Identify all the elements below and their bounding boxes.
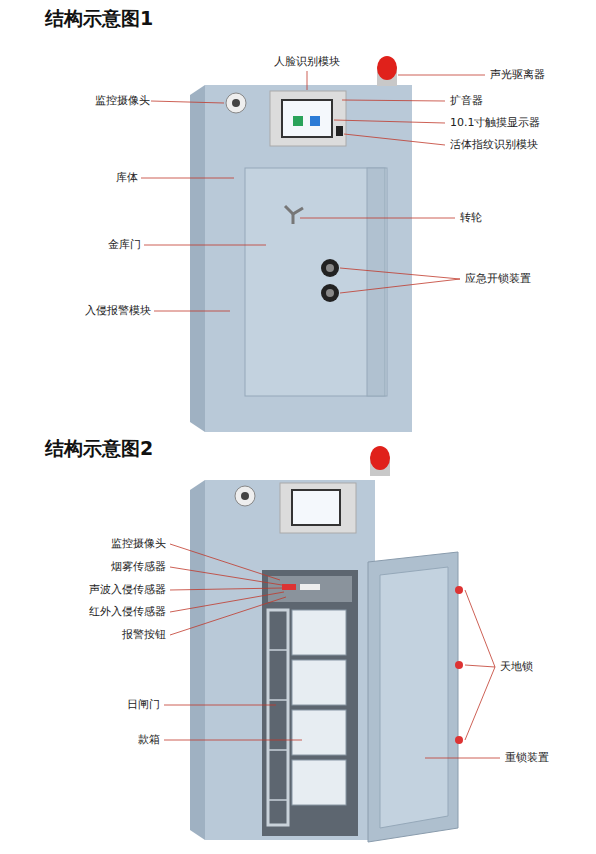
part-label: 报警按钮 <box>122 628 166 642</box>
lock-core <box>326 264 334 272</box>
part-label: 天地锁 <box>500 660 533 674</box>
lock-bolt <box>455 661 463 669</box>
screen-icon <box>310 116 320 126</box>
cabinet-one <box>190 56 412 432</box>
sensor <box>300 584 320 590</box>
wheel <box>285 206 303 224</box>
camera <box>226 93 246 113</box>
gate-bars <box>268 650 288 800</box>
vault-door <box>245 168 387 396</box>
part-label: 日闸门 <box>127 698 160 712</box>
sensor-bar <box>268 576 352 602</box>
part-label: 声波入侵传感器 <box>89 583 166 597</box>
open-door <box>368 552 458 842</box>
part-label: 烟雾传感器 <box>111 560 166 574</box>
part-label: 声光驱离器 <box>490 68 545 82</box>
cabinet-two <box>190 446 463 842</box>
cash-box <box>292 760 346 805</box>
day-gate <box>268 610 288 825</box>
part-label: 人脸识别模块 <box>274 55 340 69</box>
sensor <box>282 584 296 590</box>
alarm-light <box>377 56 397 80</box>
front-face <box>205 480 375 840</box>
side-face <box>190 85 205 432</box>
door-hinge <box>367 168 385 396</box>
part-label: 监控摄像头 <box>95 94 150 108</box>
part-label: 10.1寸触摸显示器 <box>450 116 541 130</box>
vault-interior <box>262 570 358 836</box>
side-face <box>190 480 205 840</box>
cash-box <box>292 610 346 655</box>
alarm-light <box>370 446 390 470</box>
screen <box>292 490 340 525</box>
camera-lens <box>241 492 249 500</box>
part-label: 监控摄像头 <box>111 537 166 551</box>
fingerprint-reader <box>336 126 343 136</box>
part-label: 金库门 <box>108 238 141 252</box>
lock-bolt <box>455 736 463 744</box>
emergency-lock <box>321 284 339 302</box>
part-label: 扩音器 <box>450 94 483 108</box>
cash-box <box>292 710 346 755</box>
part-label: 转轮 <box>460 211 482 225</box>
camera <box>235 486 255 506</box>
camera-lens <box>232 99 240 107</box>
cash-box <box>292 660 346 705</box>
part-label: 重锁装置 <box>505 751 549 765</box>
part-label: 红外入侵传感器 <box>89 605 166 619</box>
lock-core <box>326 289 334 297</box>
part-label: 应急开锁装置 <box>465 272 531 286</box>
part-label: 库体 <box>116 171 138 185</box>
door-panel <box>380 567 448 828</box>
screen-icon <box>293 116 303 126</box>
screen <box>282 100 332 137</box>
emergency-lock <box>321 259 339 277</box>
figure-title: 结构示意图2 <box>45 436 153 460</box>
part-label: 入侵报警模块 <box>85 304 151 318</box>
part-label: 活体指纹识别模块 <box>450 138 538 152</box>
leader-lines <box>141 71 500 758</box>
lock-bolt <box>455 586 463 594</box>
screen-frame <box>280 483 356 533</box>
figure-title: 结构示意图1 <box>45 6 153 30</box>
part-label: 款箱 <box>138 733 160 747</box>
screen-frame <box>270 91 346 146</box>
front-face <box>205 85 412 432</box>
